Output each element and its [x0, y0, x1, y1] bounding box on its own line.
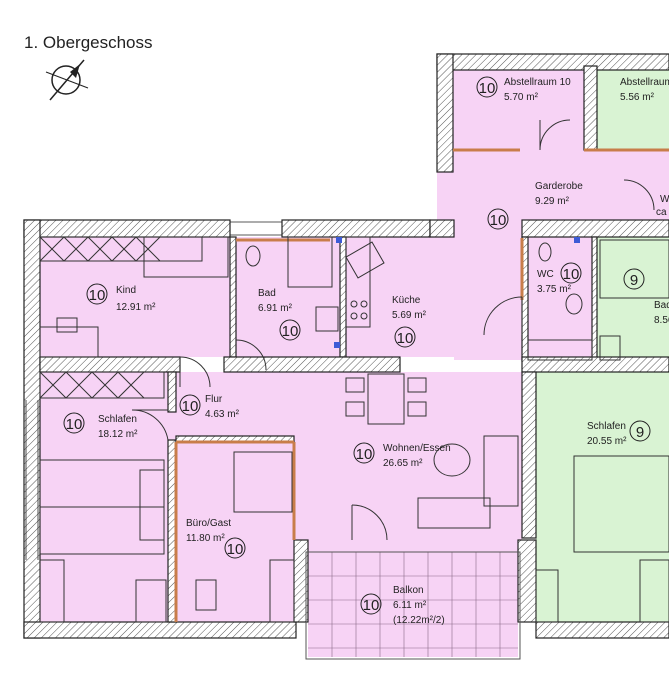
room-area: 6.91 m² [258, 303, 293, 314]
furniture [39, 236, 669, 623]
label-kind: 10 Kind 12.91 m² [86, 283, 156, 313]
room-name: Schlafen [98, 414, 137, 425]
room-fill-balkon [308, 552, 518, 657]
label-abstellraum-9: Abstellraum 9 5.56 m² [620, 77, 669, 103]
unit-badge: 10 [479, 80, 496, 97]
doors [131, 119, 655, 541]
room-name: Kind [116, 285, 136, 296]
unit-badge: 10 [356, 446, 373, 463]
unit-badge: 10 [563, 266, 580, 283]
wall-accents [174, 148, 669, 622]
room-area: 26.65 m² [383, 458, 423, 469]
room-area: 5.69 m² [392, 310, 427, 321]
label-schlafen-9: Schlafen 20.55 m² 9 [587, 420, 651, 447]
room-area: 12.91 m² [116, 302, 156, 313]
room-name: Flur [205, 394, 223, 405]
room-area: 11.80 m² [186, 533, 225, 544]
unit-badge: 10 [397, 330, 414, 347]
unit-badge: 10 [227, 541, 244, 558]
unit-badge: 9 [636, 424, 644, 441]
drain-icon [334, 342, 340, 348]
drain-icon [336, 237, 342, 243]
room-fill-abstellraum-9 [597, 66, 669, 150]
label-kueche: Küche 5.69 m² 10 [392, 295, 427, 348]
room-name: Wohnen/Essen [383, 443, 451, 454]
drain-icon [574, 237, 580, 243]
room-name: W [660, 194, 669, 205]
room-name: WC [537, 269, 554, 280]
room-area: 3.75 m² [537, 284, 572, 295]
room-area: 9.29 m² [535, 196, 570, 207]
unit-badge: 10 [490, 212, 507, 229]
label-buero-gast: Büro/Gast 11.80 m² 10 [186, 518, 246, 559]
label-bad-10: Bad 6.91 m² 10 [258, 288, 301, 341]
room-fill-wc [528, 237, 592, 361]
room-name: Balkon [393, 585, 424, 596]
label-abstellraum-10: 10 Abstellraum 10 5.70 m² [476, 76, 571, 103]
unit-badge: 10 [282, 323, 299, 340]
room-labels: 10 Abstellraum 10 5.70 m² Abstellraum 9 … [63, 76, 669, 626]
label-garderobe: Garderobe 9.29 m² 10 [487, 181, 583, 230]
room-fill-abstellraum-10 [453, 70, 584, 150]
unit-badge: 9 [630, 272, 638, 289]
label-flur: 10 Flur 4.63 m² [179, 394, 240, 420]
balcony-tiles [308, 552, 518, 657]
room-area: 8.56 [654, 315, 669, 326]
balkon-outline [305, 551, 521, 660]
room-area: 5.56 m² [620, 92, 655, 103]
room-name: Büro/Gast [186, 518, 231, 529]
room-area: 18.12 m² [98, 429, 138, 440]
room-area: 4.63 m² [205, 409, 240, 420]
north-arrow-icon [45, 59, 89, 101]
room-name: Küche [392, 295, 421, 306]
room-note: (12.22m²/2) [393, 615, 445, 626]
unit-badge: 10 [89, 287, 106, 304]
room-area: 6.11 m² [393, 600, 427, 611]
room-name: Abstellraum 10 [504, 77, 571, 88]
room-note: ca [656, 207, 667, 218]
room-name: Bad [654, 300, 669, 311]
label-wohnen-essen: 10 Wohnen/Essen 26.65 m² [353, 442, 451, 469]
label-wc9-fragment: W ca [656, 194, 669, 218]
room-fill-bad-9 [597, 237, 669, 361]
room-fill-schlafen-9 [536, 372, 669, 622]
label-schlafen-10: 10 Schlafen 18.12 m² [63, 412, 138, 440]
unit-badge: 10 [182, 398, 199, 415]
room-area: 20.55 m² [587, 436, 627, 447]
room-fill-garderobe [453, 150, 669, 220]
label-balkon: 10 Balkon 6.11 m² (12.22m²/2) [360, 585, 445, 626]
room-fill-kind [40, 237, 230, 357]
room-fill-buero-gast [176, 442, 294, 622]
room-name: Abstellraum 9 [620, 77, 669, 88]
room-area: 5.70 m² [504, 92, 539, 103]
label-wc: WC 3.75 m² 10 [537, 262, 582, 295]
fixture-icons [334, 237, 580, 348]
floor-title: 1. Obergeschoss [24, 33, 153, 52]
room-name: Schlafen [587, 421, 626, 432]
label-bad-9: 9 Bad 8.56 [623, 268, 669, 326]
room-name: Garderobe [535, 181, 583, 192]
room-name: Bad [258, 288, 276, 299]
room-fill-flur [168, 372, 522, 442]
unit-badge: 10 [66, 416, 83, 433]
unit-badge: 10 [363, 597, 380, 614]
walls [23, 53, 669, 639]
